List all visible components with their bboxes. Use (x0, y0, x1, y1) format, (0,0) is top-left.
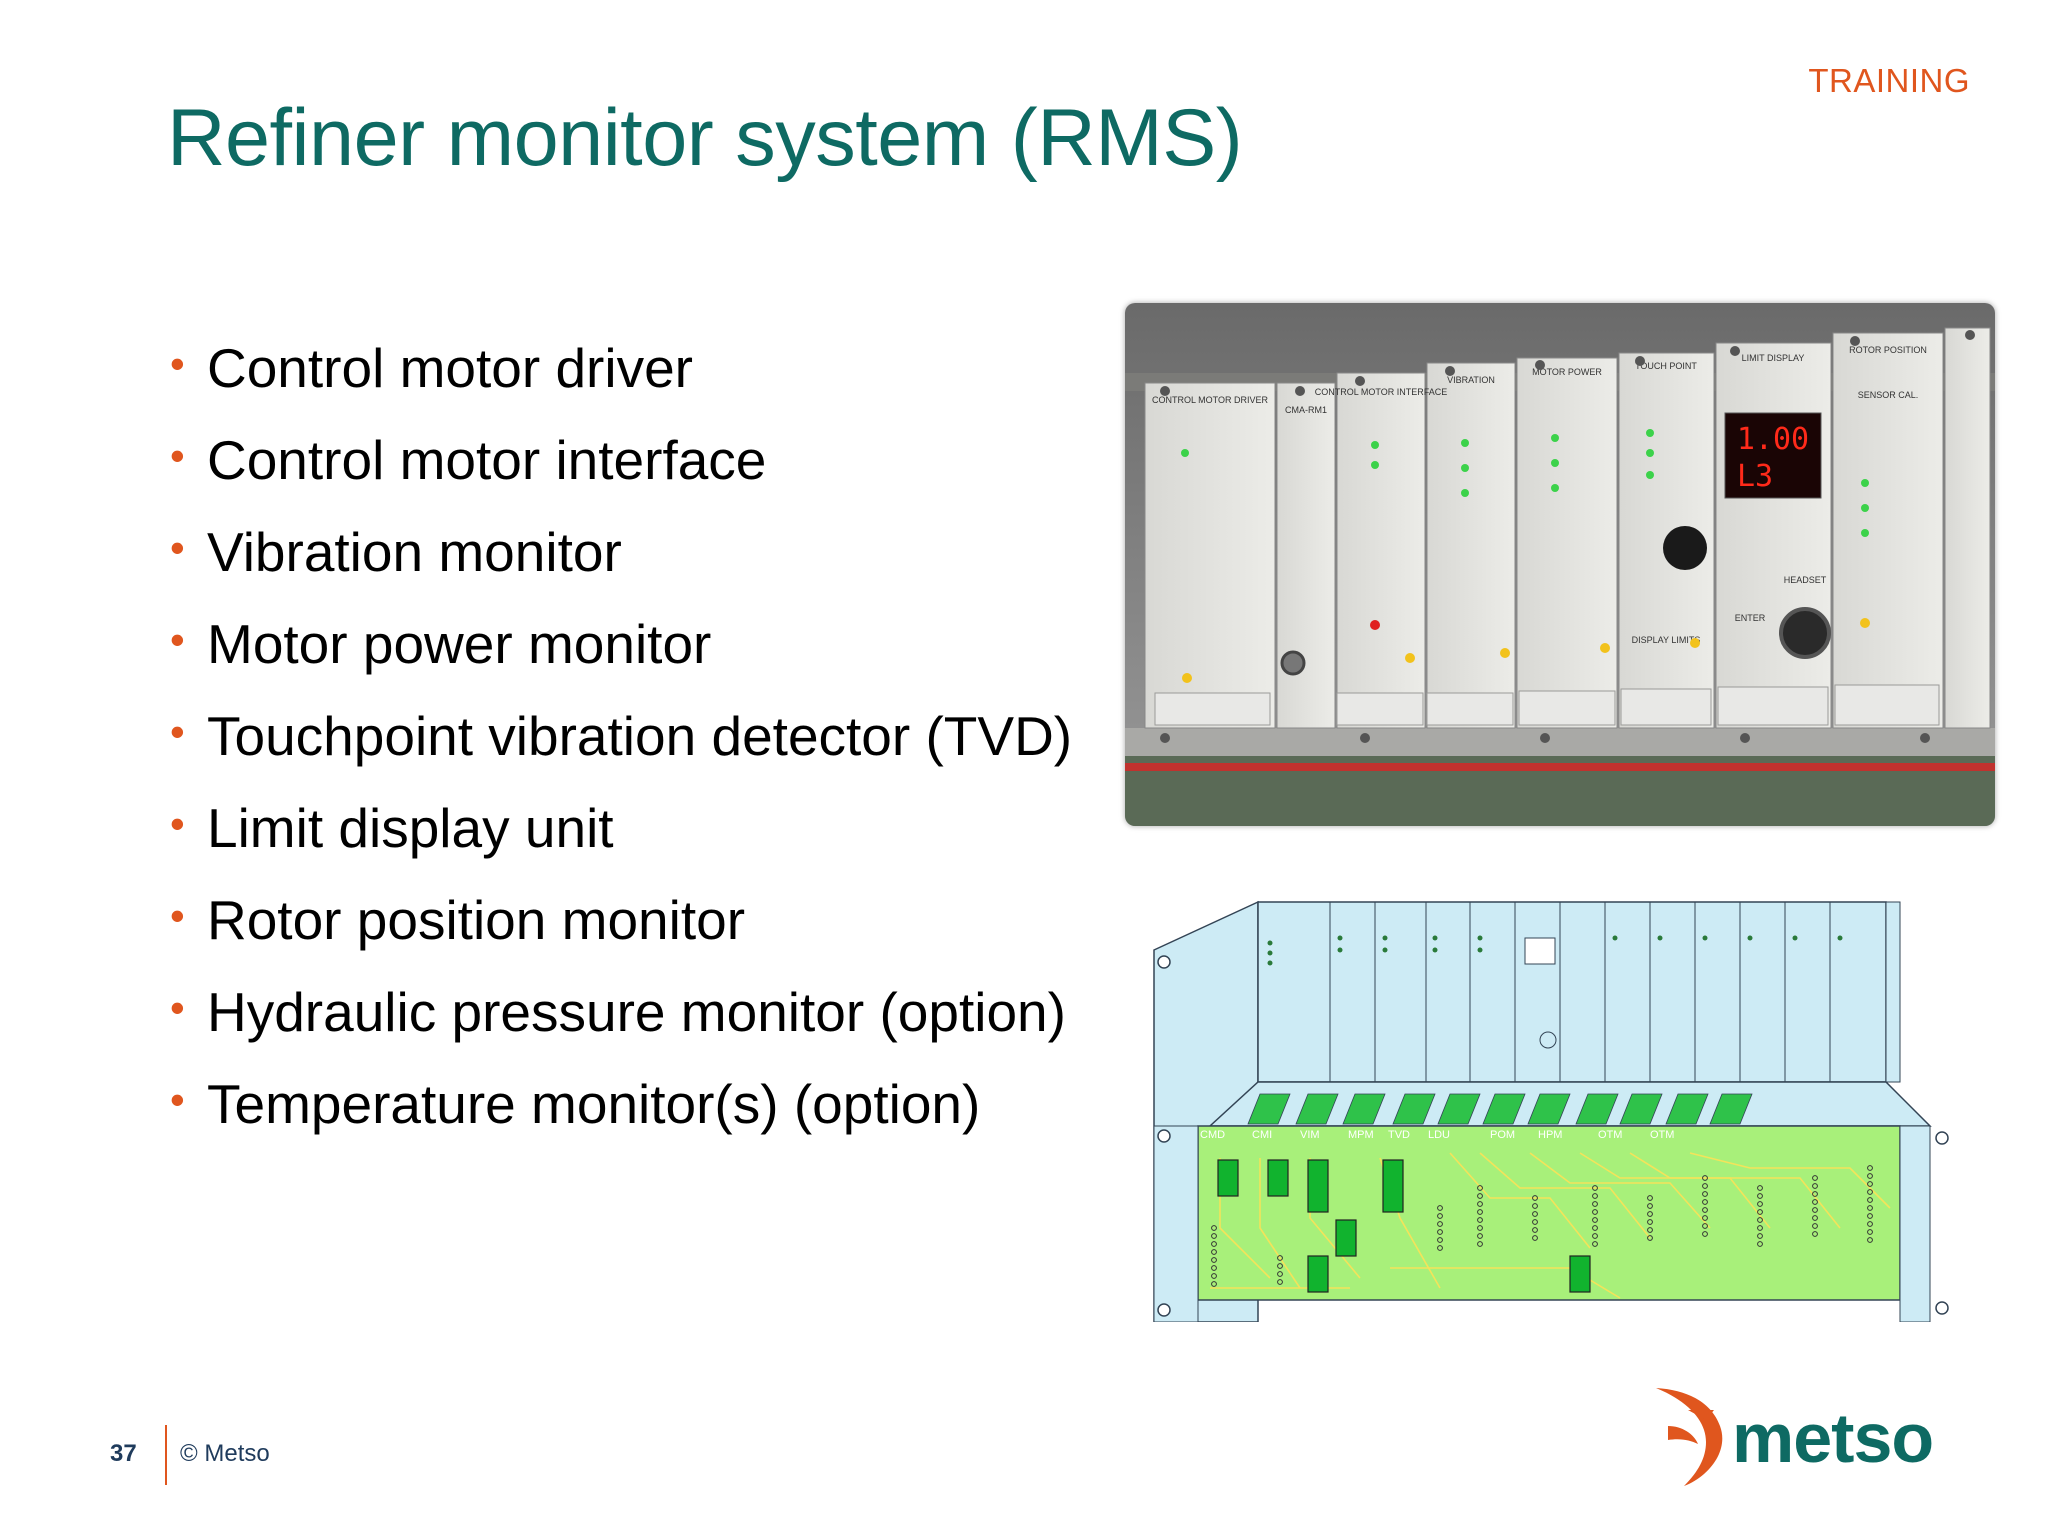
panel-label: SENSOR CAL. (1858, 390, 1919, 400)
copyright: © Metso (180, 1440, 270, 1467)
board-label: POM (1490, 1129, 1515, 1141)
list-item: • Rotor position monitor (167, 884, 1072, 976)
rack-photo-graphic: 1.00 L3 CONTROL MOTOR DRIVER CMA-RM1 CON… (1125, 303, 1995, 826)
board-label: MPM (1348, 1129, 1374, 1141)
bullet-icon: • (170, 1076, 185, 1123)
display-code: L3 (1737, 459, 1773, 494)
rms-rack-photo: 1.00 L3 CONTROL MOTOR DRIVER CMA-RM1 CON… (1125, 303, 1995, 826)
page-title: Refiner monitor system (RMS) (167, 93, 1243, 183)
board-label: CMI (1252, 1129, 1272, 1141)
bullet-icon: • (170, 892, 185, 939)
module-label: ROTOR POSITION (1849, 345, 1927, 355)
page-number: 37 (110, 1440, 137, 1467)
bullet-text: Motor power monitor (207, 613, 712, 675)
module-label: CMA-RM1 (1285, 405, 1327, 415)
module-label: CONTROL MOTOR INTERFACE (1315, 387, 1448, 397)
module-label: MOTOR POWER (1532, 367, 1602, 377)
board-label: VIM (1300, 1129, 1320, 1141)
bullet-icon: • (170, 340, 185, 387)
list-item: • Touchpoint vibration detector (TVD) (167, 700, 1072, 792)
list-item: • Limit display unit (167, 792, 1072, 884)
bullet-text: Vibration monitor (207, 521, 622, 583)
board-label: LDU (1428, 1129, 1450, 1141)
rms-rack-diagram: CMD CMI VIM MPM TVD LDU POM HPM OTM OTM (1150, 898, 1980, 1323)
bullet-text: Control motor interface (207, 429, 767, 491)
module-label: LIMIT DISPLAY (1742, 353, 1805, 363)
board-label: OTM (1650, 1129, 1674, 1141)
panel-label: HEADSET (1784, 575, 1827, 585)
bullet-text: Hydraulic pressure monitor (option) (207, 981, 1066, 1043)
panel-label: DISPLAY LIMITS (1632, 635, 1701, 645)
board-label: TVD (1388, 1129, 1410, 1141)
module-label: TOUCH POINT (1635, 361, 1697, 371)
board-label: OTM (1598, 1129, 1622, 1141)
list-item: • Control motor interface (167, 424, 1072, 516)
bullet-icon: • (170, 616, 185, 663)
module-label: CONTROL MOTOR DRIVER (1152, 395, 1269, 405)
bullet-icon: • (170, 800, 185, 847)
list-item: • Temperature monitor(s) (option) (167, 1068, 1072, 1160)
bullet-icon: • (170, 708, 185, 755)
panel-label: ENTER (1735, 613, 1766, 623)
section-label: TRAINING (1808, 62, 1970, 99)
display-value: 1.00 (1737, 422, 1809, 457)
list-item: • Hydraulic pressure monitor (option) (167, 976, 1072, 1068)
logo-text: metso (1732, 1399, 1933, 1477)
bullet-icon: • (170, 984, 185, 1031)
bullet-text: Temperature monitor(s) (option) (207, 1073, 981, 1135)
footer-divider (165, 1425, 167, 1485)
pin-column (1211, 1225, 1217, 1287)
list-item: • Vibration monitor (167, 516, 1072, 608)
list-item: • Control motor driver (167, 332, 1072, 424)
board-label: CMD (1200, 1129, 1225, 1141)
metso-swoosh-icon (1656, 1388, 1723, 1486)
bullet-list: • Control motor driver • Control motor int… (167, 332, 1072, 1160)
metso-logo: metso (1650, 1380, 1970, 1490)
bullet-text: Control motor driver (207, 337, 693, 399)
bullet-text: Limit display unit (207, 797, 614, 859)
bullet-icon: • (170, 524, 185, 571)
bullet-text: Rotor position monitor (207, 889, 746, 951)
board-label: HPM (1538, 1129, 1562, 1141)
rack-diagram-graphic: CMD CMI VIM MPM TVD LDU POM HPM OTM OTM (1153, 900, 1949, 1323)
list-item: • Motor power monitor (167, 608, 1072, 700)
bullet-text: Touchpoint vibration detector (TVD) (207, 705, 1073, 767)
bullet-icon: • (170, 432, 185, 479)
module-label: VIBRATION (1447, 375, 1495, 385)
metso-logo-graphic: metso (1656, 1388, 1934, 1486)
